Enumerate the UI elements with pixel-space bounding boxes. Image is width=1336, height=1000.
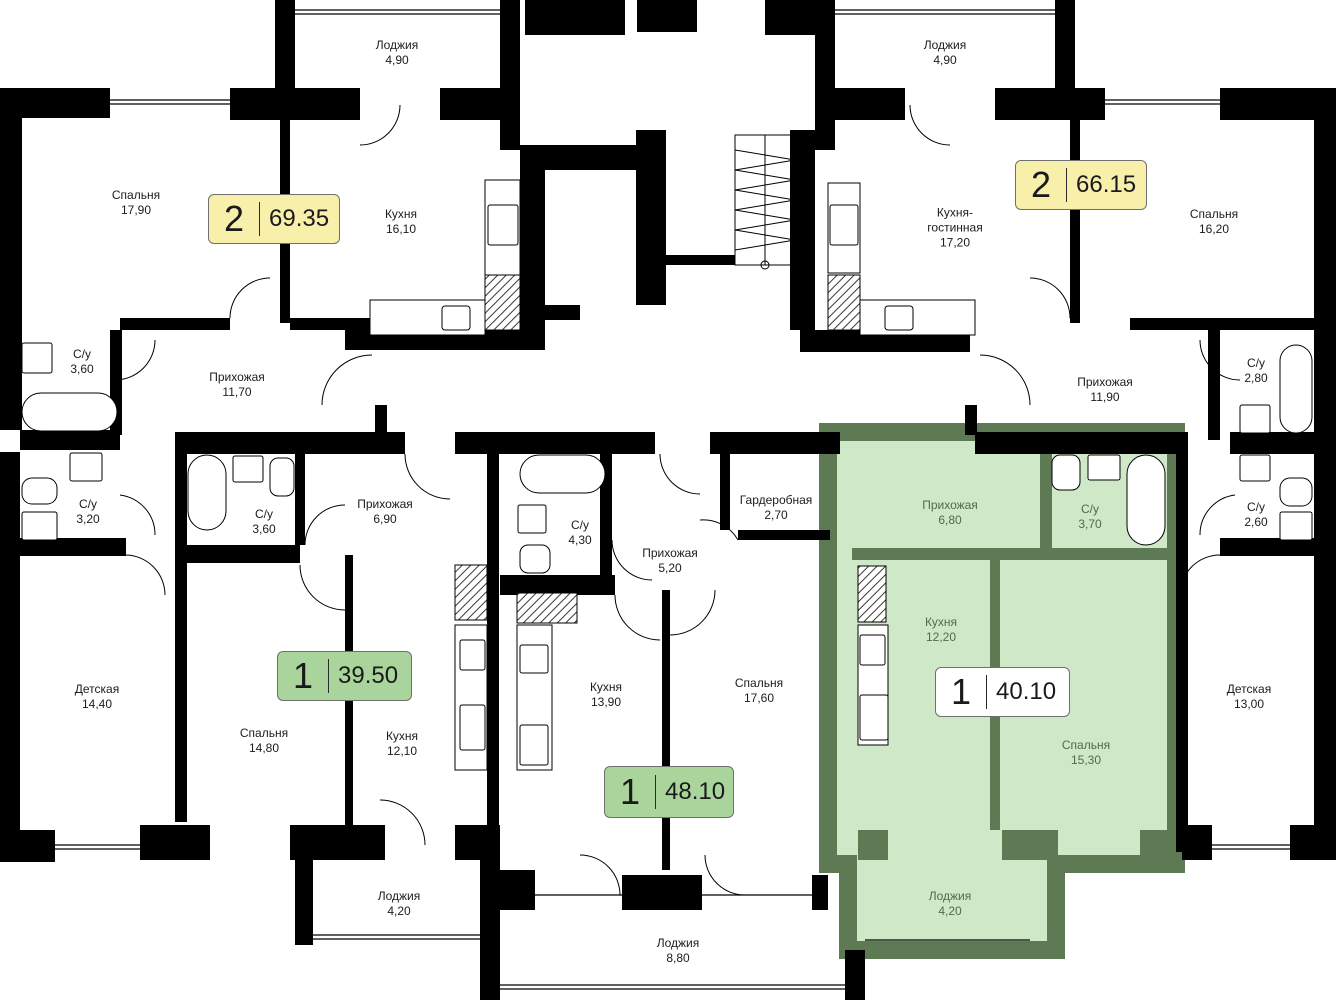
apartment-badge-mid-center[interactable]: 1 48.10 [604,766,734,818]
staircase [734,134,796,270]
apartment-area: 48.10 [665,778,726,805]
bath-fixtures [21,342,1313,574]
apartment-rooms: 1 [292,655,314,696]
apartment-area: 69.35 [269,205,330,232]
apartment-area: 39.50 [338,662,399,689]
apartment-area: 40.10 [996,678,1057,705]
apartment-rooms: 1 [950,671,972,712]
windows [55,9,1290,990]
kitchen-fixtures [369,179,976,771]
badge-divider [986,675,987,709]
badge-divider [655,775,656,809]
apartment-area: 66.15 [1076,171,1137,198]
apartment-rooms: 1 [619,771,641,812]
badge-divider [328,659,329,693]
apartment-badge-top-left[interactable]: 2 69.35 [208,194,340,244]
apartment-rooms: 2 [1030,164,1052,205]
badge-divider [1066,168,1067,202]
apartment-rooms: 2 [223,198,245,239]
apartment-badge-mid-left[interactable]: 1 39.50 [277,651,412,701]
doors [114,104,1241,896]
apartment-badge-selected[interactable]: 1 40.10 [935,667,1070,717]
badge-divider [259,202,260,236]
apartment-badge-top-right[interactable]: 2 66.15 [1015,160,1147,210]
